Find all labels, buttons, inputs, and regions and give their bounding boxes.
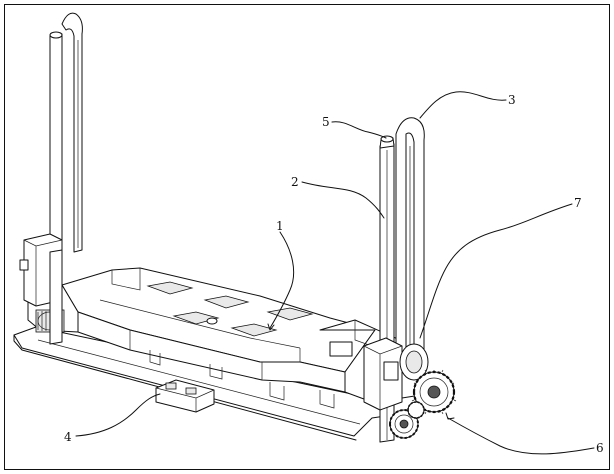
label-4: 4 <box>64 430 72 444</box>
right-post <box>363 117 425 443</box>
leader-4 <box>75 393 161 437</box>
leader-6 <box>447 417 595 455</box>
part-labels: 1 2 3 4 5 6 7 <box>64 93 604 455</box>
leader-lines <box>75 91 595 455</box>
drawing-frame <box>4 4 610 470</box>
label-2: 2 <box>291 175 299 189</box>
label-6: 6 <box>596 441 604 455</box>
label-3: 3 <box>508 93 516 107</box>
leader-5 <box>331 121 387 139</box>
carriage-body <box>61 267 376 409</box>
label-1: 1 <box>276 219 284 233</box>
part-4-block <box>155 379 215 413</box>
leader-7 <box>419 203 573 339</box>
leader-2 <box>301 181 385 219</box>
leader-1 <box>269 231 295 329</box>
label-5: 5 <box>322 115 330 129</box>
gear-train-part-6 <box>389 369 457 439</box>
motor-part-7 <box>399 343 429 381</box>
leader-3 <box>419 91 507 119</box>
left-post <box>19 12 83 345</box>
label-7: 7 <box>574 196 582 210</box>
